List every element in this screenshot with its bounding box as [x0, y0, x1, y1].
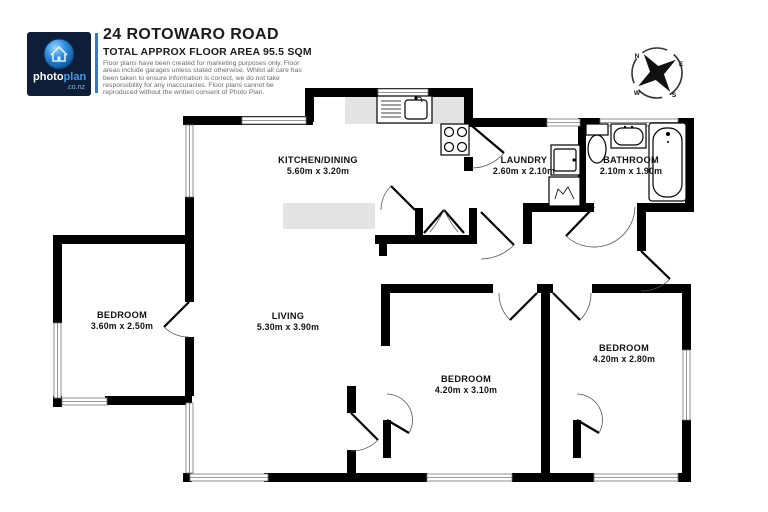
- svg-text:photoplan: photoplan: [33, 71, 86, 83]
- room-dims-bedroom-left: 3.60m x 2.50m: [91, 321, 153, 331]
- disclaimer-line: areas include garages unless stated othe…: [103, 67, 302, 75]
- logo-text-domain: .co.nz: [66, 84, 85, 91]
- disclaimer-text: Floor plans have been created for market…: [103, 60, 333, 96]
- laundry-tub-icon: [550, 144, 581, 176]
- logo-text-photo: photo: [33, 71, 64, 83]
- header-divider: [95, 33, 98, 93]
- room-label-kitchen-dining: KITCHEN/DINING: [278, 155, 358, 165]
- page-title: 24 ROTOWARO ROAD: [103, 26, 279, 43]
- room-dims-living: 5.30m x 3.90m: [257, 322, 319, 332]
- disclaimer-line: responsibility for any inaccuracies. Flo…: [103, 81, 274, 89]
- room-dims-bedroom-right: 4.20m x 2.80m: [593, 354, 655, 364]
- room-label-living: LIVING: [272, 311, 304, 321]
- kitchen-island-counter: [283, 203, 375, 229]
- house-icon: [50, 45, 68, 62]
- floor-area-subtitle: TOTAL APPROX FLOOR AREA 95.5 SQM: [103, 46, 312, 58]
- disclaimer-line: been taken to ensure information is corr…: [103, 74, 280, 82]
- compass-e: E: [679, 61, 684, 68]
- compass-w: W: [634, 90, 641, 97]
- room-label-laundry: LAUNDRY: [501, 155, 548, 165]
- stove-icon: [440, 123, 470, 156]
- room-dims-laundry: 2.60m x 2.10m: [493, 166, 555, 176]
- disclaimer-line: Floor plans have been created for market…: [103, 60, 300, 67]
- room-dims-bedroom-middle: 4.20m x 3.10m: [435, 385, 497, 395]
- compass-icon: N E S W: [631, 47, 684, 99]
- bathtub-icon: [648, 122, 687, 202]
- room-label-bathroom: BATHROOM: [603, 155, 659, 165]
- toilet-icon: [585, 123, 609, 164]
- washing-machine-icon: [548, 176, 581, 207]
- logo-text-plan: plan: [64, 71, 87, 83]
- room-labels: KITCHEN/DINING 5.60m x 3.20m LAUNDRY 2.6…: [91, 155, 662, 395]
- room-label-bedroom-middle: BEDROOM: [441, 374, 491, 384]
- room-label-bedroom-right: BEDROOM: [599, 343, 649, 353]
- compass-s: S: [672, 92, 677, 99]
- room-label-bedroom-left: BEDROOM: [97, 310, 147, 320]
- kitchen-sink-icon: [376, 95, 433, 124]
- walls: [53, 88, 694, 482]
- photoplan-logo: photoplan .co.nz: [27, 32, 91, 96]
- compass-n: N: [635, 53, 640, 60]
- room-dims-kitchen-dining: 5.60m x 3.20m: [287, 166, 349, 176]
- room-dims-bathroom: 2.10m x 1.90m: [600, 166, 662, 176]
- disclaimer-line: reproduced without the written consent o…: [103, 89, 265, 97]
- windows: [53, 88, 691, 482]
- basin-icon: [610, 123, 647, 149]
- doors: [163, 125, 671, 452]
